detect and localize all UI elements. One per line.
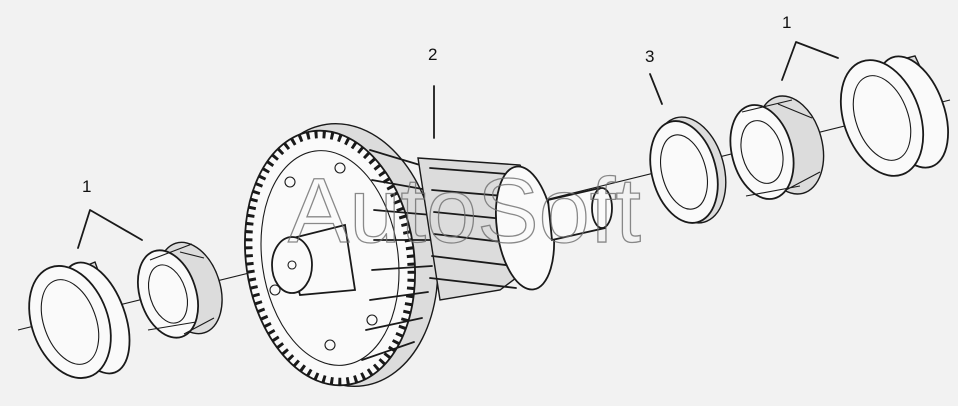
right-bearing-cone <box>729 95 825 200</box>
callout-washer: 3 <box>645 47 654 66</box>
left-bearing-cone <box>137 241 223 339</box>
callout-right-bearing: 1 <box>782 13 791 32</box>
callout-left-bearing: 1 <box>82 177 91 196</box>
thrust-washer <box>649 116 727 224</box>
left-bearing-cup <box>28 261 131 379</box>
leader-lines <box>77 41 839 249</box>
watermark: AutoSoft <box>288 160 641 262</box>
right-bearing-cup <box>839 55 949 177</box>
callout-gear: 2 <box>428 45 437 64</box>
gear <box>244 122 613 388</box>
